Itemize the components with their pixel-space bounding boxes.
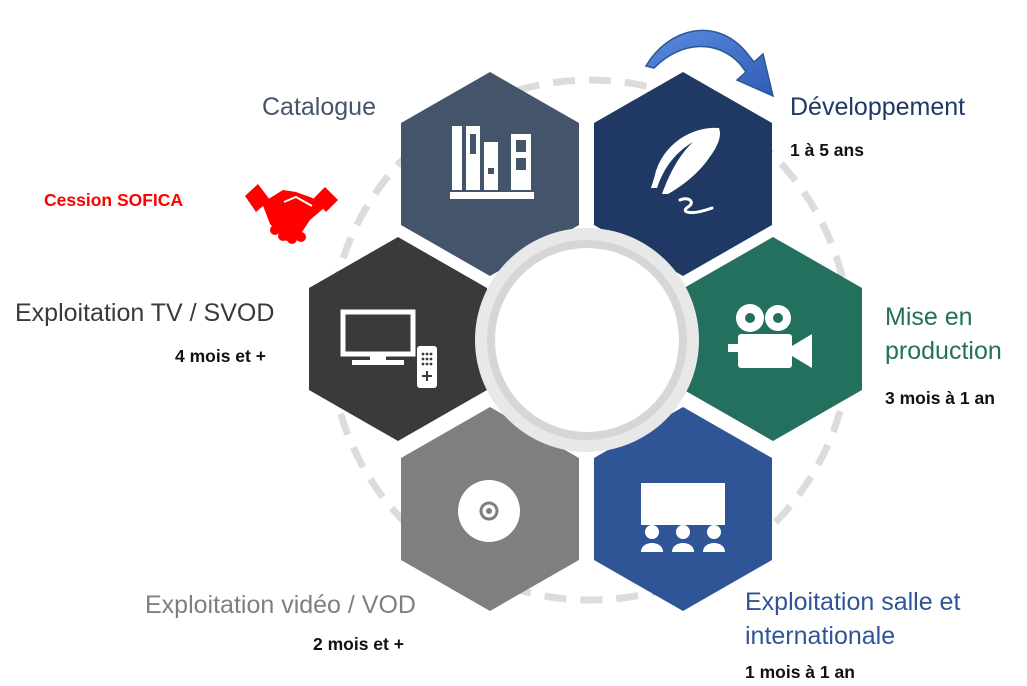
center-circle: [495, 248, 679, 432]
developpement-label: Développement: [790, 93, 966, 121]
catalogue-label: Catalogue: [262, 93, 376, 121]
books-icon: [450, 126, 534, 199]
developpement-duration: 1 à 5 ans: [790, 140, 864, 160]
disc-icon: [458, 480, 520, 542]
tv-remote-icon: [340, 309, 437, 388]
exploitation-salle-duration: 1 mois à 1 an: [745, 662, 855, 682]
exploitation-tv-duration: 4 mois et +: [175, 346, 266, 366]
exploitation-tv-label: Exploitation TV / SVOD: [15, 299, 275, 327]
exploitation-video-label: Exploitation vidéo / VOD: [145, 591, 416, 619]
movie-camera-icon: [728, 304, 812, 368]
handshake-icon: [245, 184, 338, 244]
mise-en-production-label-line1: Mise en: [885, 303, 973, 331]
curved-arrow-icon: [644, 29, 775, 98]
exploitation-tv-hexagon: [309, 237, 487, 441]
cession-sofica-label: Cession SOFICA: [44, 190, 184, 210]
exploitation-salle-label-line1: Exploitation salle et: [745, 588, 961, 616]
exploitation-salle-label-line2: internationale: [745, 622, 896, 650]
mise-en-production-duration: 3 mois à 1 an: [885, 388, 995, 408]
quill-icon: [651, 127, 720, 215]
cinema-audience-icon: [641, 483, 725, 552]
mise-en-production-label-line2: production: [885, 337, 1002, 365]
exploitation-video-duration: 2 mois et +: [313, 634, 404, 654]
